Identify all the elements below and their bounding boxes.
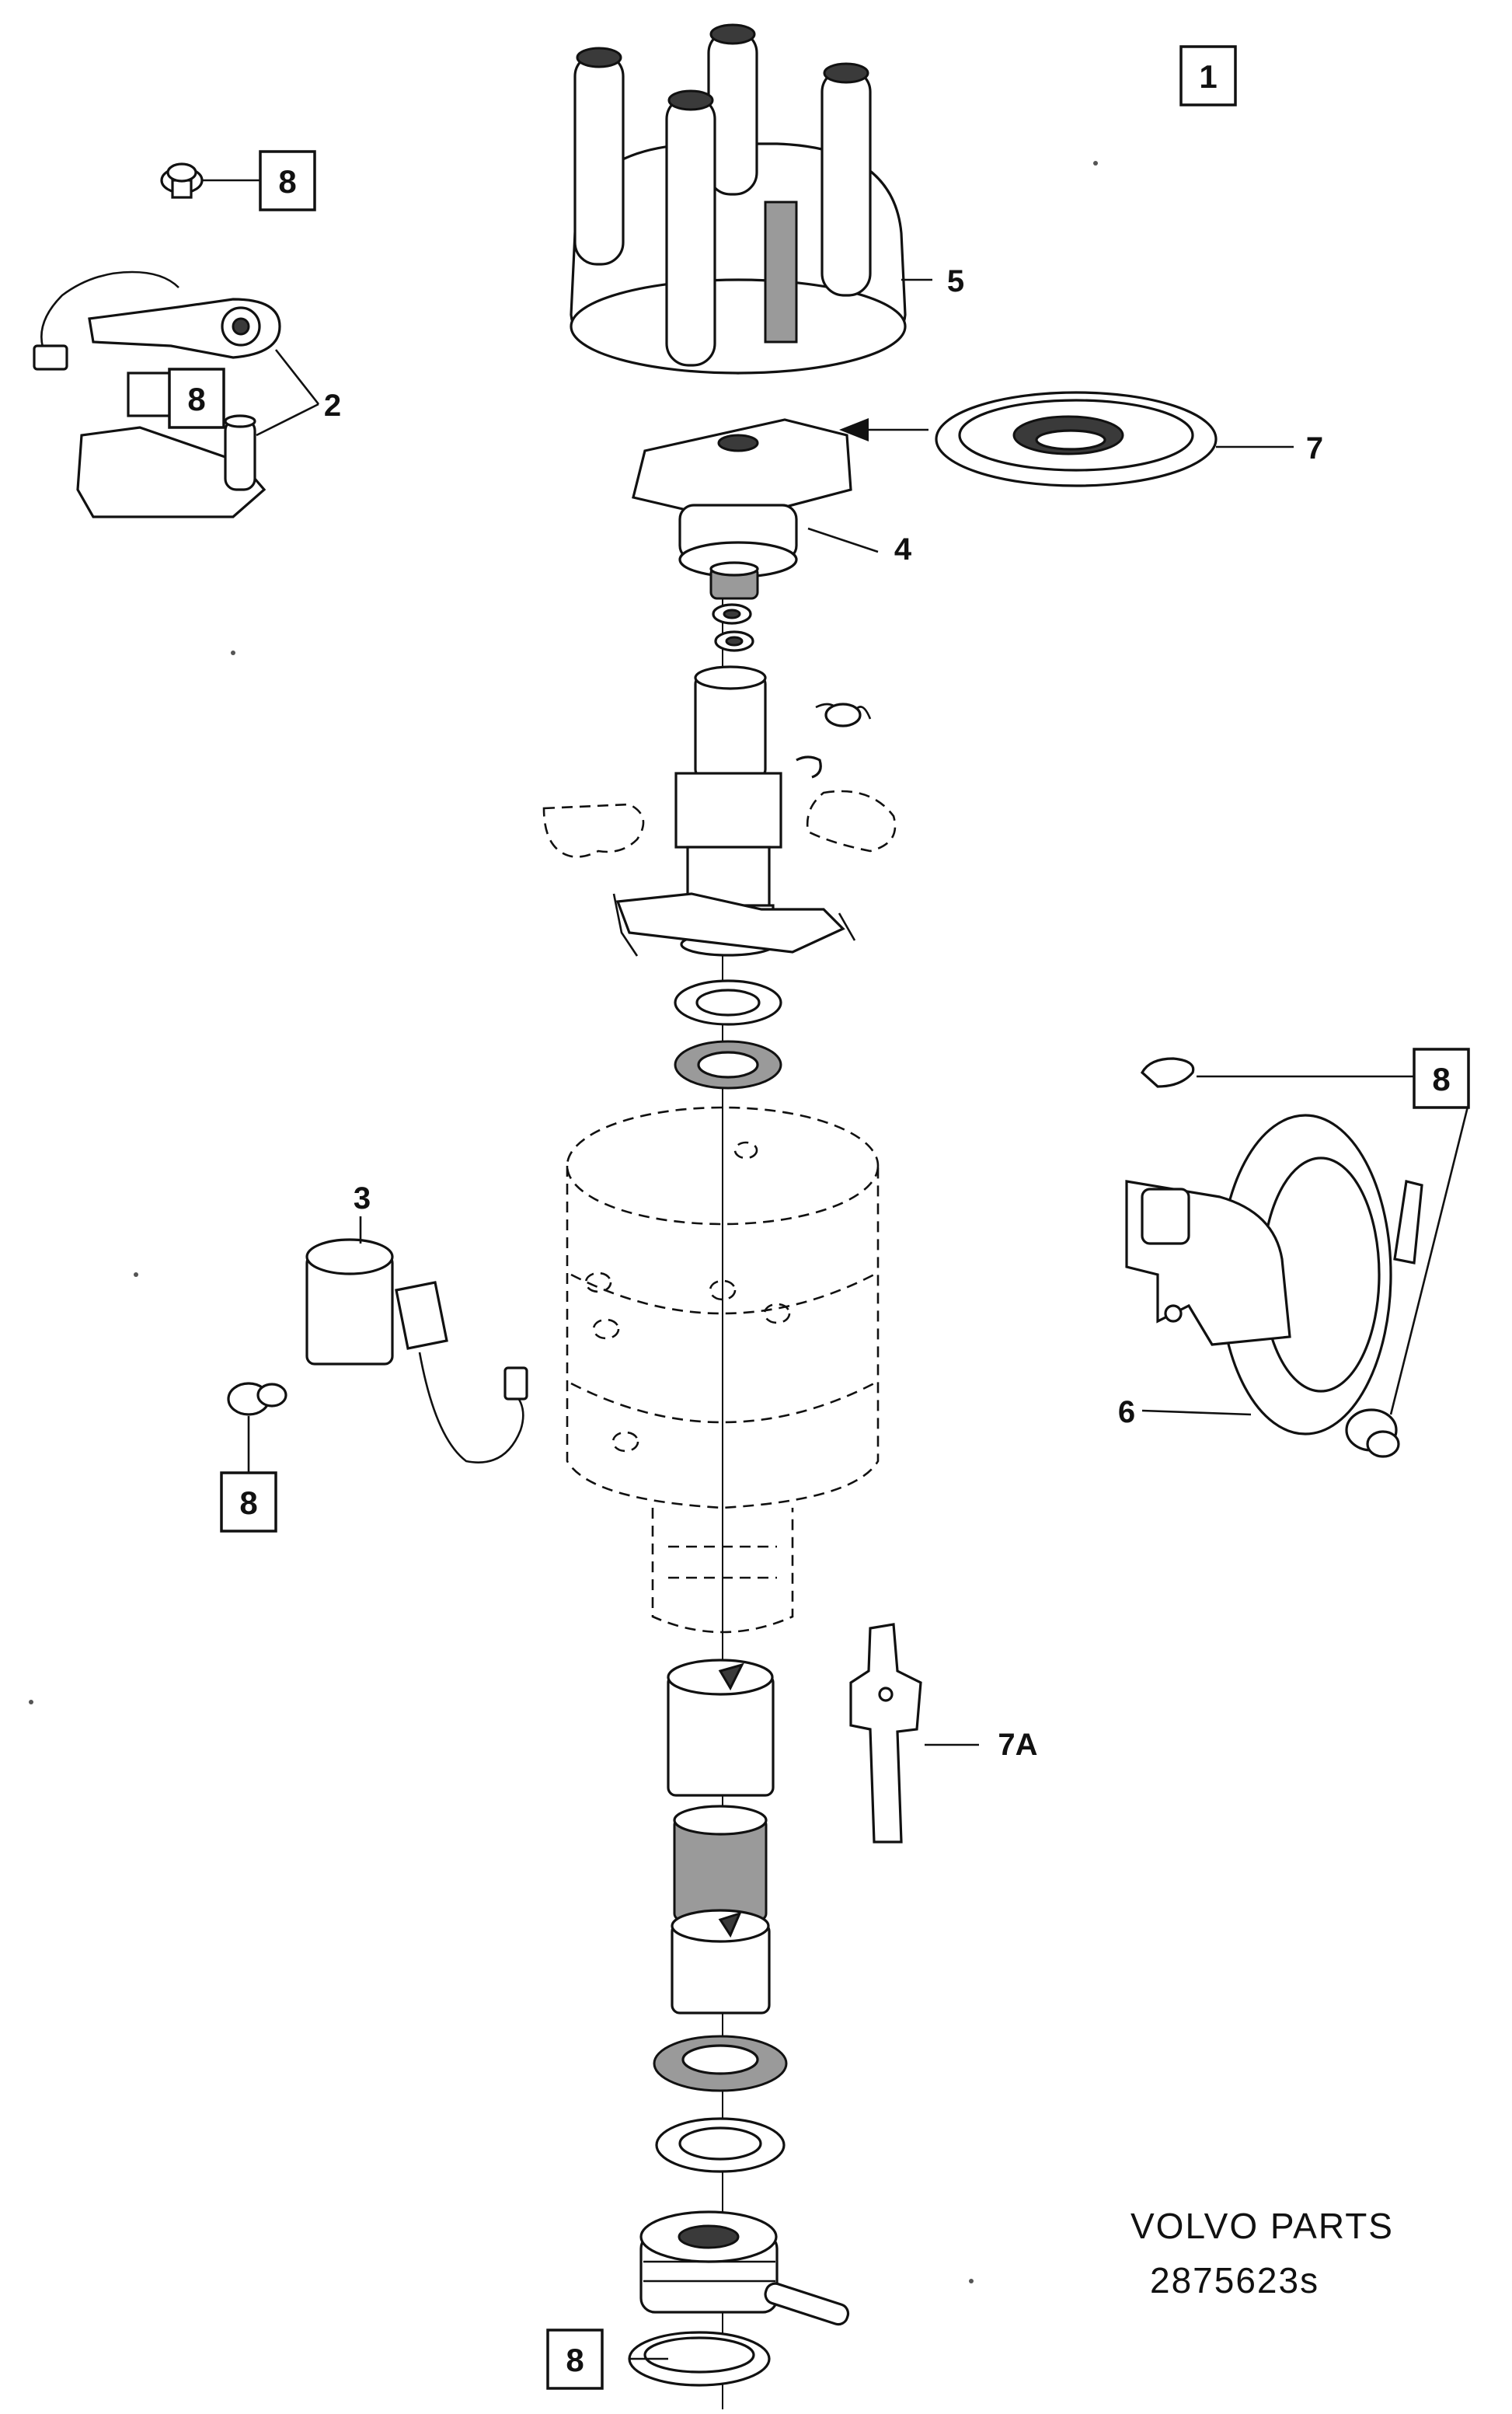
group-number-label: 1 [1199, 58, 1217, 95]
dust-shield-part[interactable] [935, 391, 1218, 487]
screw-kit-box-breaker: 8 [168, 368, 225, 429]
callout-3: 3 [354, 1181, 371, 1216]
lower-seal-part [653, 2035, 788, 2092]
callout-7: 7 [1306, 431, 1323, 466]
lead-line-6 [1141, 1409, 1252, 1416]
lead-line-8-screw [1389, 1103, 1470, 1415]
drive-dog-part[interactable] [849, 1623, 922, 1844]
screw-top-left-part [160, 162, 204, 199]
screw-kit-label-breaker: 8 [187, 381, 205, 417]
screw-kit-label-left: 8 [239, 1484, 257, 1521]
rotor-part[interactable] [632, 418, 852, 578]
group-number-box: 1 [1179, 45, 1237, 106]
screw-kit-box-left: 8 [220, 1471, 277, 1533]
screw-kit-box-top-left: 8 [259, 150, 316, 211]
clip-washer-part [712, 603, 754, 652]
circlip-part [796, 755, 822, 779]
advance-weight-left [542, 803, 645, 858]
thrust-washer-part [674, 979, 782, 1026]
lower-bushing-part [671, 1909, 771, 2015]
advance-weight-right [806, 790, 897, 853]
footer-drawing-number: 2875623s [1150, 2260, 1319, 2301]
lower-washer-part [655, 2117, 786, 2173]
screw-kit-box-right: 8 [1413, 1048, 1470, 1109]
callout-6: 6 [1118, 1395, 1135, 1429]
footer-brand: VOLVO PARTS [1131, 2206, 1394, 2246]
callout-5: 5 [947, 264, 964, 298]
lead-line-2a [274, 349, 320, 405]
screw-left-part [227, 1382, 287, 1416]
felt-bushing-part [673, 1805, 768, 1921]
lead-line-4 [807, 527, 879, 553]
lead-line-2b [256, 403, 319, 437]
distributor-housing-outline [566, 1106, 880, 1634]
felt-pad-part [709, 561, 759, 600]
drive-gear-part [639, 2210, 850, 2326]
breaker-plate-part [612, 892, 856, 957]
screw-kit-label-bottom: 8 [566, 2342, 584, 2378]
screw-kit-label-right: 8 [1432, 1061, 1450, 1097]
screw-right-part [1345, 1408, 1400, 1458]
contact-breaker-part[interactable] [33, 270, 281, 518]
shield-arrow-head [839, 418, 869, 441]
screw-kit-label-top-left: 8 [278, 163, 296, 200]
gear-ring-part [628, 2331, 771, 2387]
callout-4: 4 [894, 532, 912, 567]
condenser-part[interactable] [305, 1238, 528, 1463]
vacuum-unit-part[interactable] [1125, 1114, 1423, 1435]
advance-spring-part [815, 703, 872, 727]
screw-kit-box-bottom: 8 [546, 2329, 604, 2390]
upper-bushing-part [667, 1659, 775, 1797]
distributor-cap-part[interactable] [570, 23, 907, 375]
callout-2: 2 [324, 389, 341, 423]
clip-right-part [1140, 1057, 1195, 1088]
fibre-washer-part [674, 1040, 782, 1090]
callout-7a: 7A [998, 1728, 1037, 1762]
